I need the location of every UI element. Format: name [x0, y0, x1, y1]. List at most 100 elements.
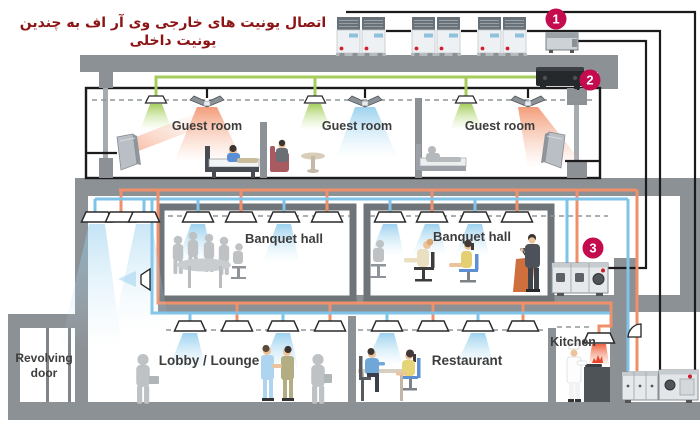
duct-pole-left [103, 88, 108, 160]
bed [416, 144, 421, 170]
erv-unit [536, 67, 584, 89]
cool-air-cone [336, 107, 398, 158]
suspended-unit [224, 211, 258, 223]
rooftop-vent-unit [545, 32, 579, 53]
outdoor-unit-pair-2 [410, 16, 462, 57]
marker-1-number: 1 [552, 12, 559, 27]
partition-wall [260, 122, 267, 178]
pipe-refrigerant-main-2 [386, 29, 662, 371]
suspended-unit [266, 320, 300, 332]
person-olive-suit [272, 345, 294, 401]
person-silhouette [311, 354, 325, 404]
suspended-unit [313, 320, 347, 332]
entrance-post [8, 314, 20, 402]
pipe-liquid-banquet [119, 188, 639, 371]
page-title: اتصال یونیت های خارجی وی آر اف به چندین … [19, 15, 327, 49]
suspended-unit [173, 320, 207, 332]
person-seated-yellow [449, 239, 479, 283]
fresh-air-cone [299, 104, 331, 130]
person-dining-woman [396, 349, 421, 391]
label-guest-room-1: Guest room [172, 119, 242, 133]
roof-leg-right [598, 72, 618, 89]
person-silhouette [136, 354, 150, 404]
kitchen-scene [566, 340, 610, 402]
suspended-unit [127, 211, 161, 223]
person-blue-suit [261, 344, 274, 401]
marker-1: 1 [545, 8, 567, 30]
label-lobby: Lobby / Lounge [159, 353, 260, 368]
briefcase-icon [149, 376, 159, 384]
suspended-unit [416, 320, 450, 332]
label-revolving-door: door [31, 366, 58, 380]
handshake [272, 364, 282, 368]
frying-pan [585, 364, 602, 367]
bag-icon [324, 374, 332, 383]
suspended-unit [220, 320, 254, 332]
stove-counter [584, 367, 610, 402]
fresh-air-diffuser-1 [144, 95, 168, 104]
suspended-unit [458, 211, 492, 223]
bed [205, 146, 210, 172]
banquet-table [177, 258, 231, 272]
cool-air-cone [456, 333, 494, 366]
suspended-unit [181, 211, 215, 223]
roof-leg-left [99, 72, 113, 88]
label-kitchen: Kitchen [550, 335, 596, 349]
seated-silhouette [370, 240, 386, 278]
suspended-unit [310, 211, 344, 223]
pipe-fresh-air-green [154, 75, 536, 96]
wall-vent-icon [627, 323, 642, 338]
cool-air-cone [263, 224, 299, 262]
outdoor-unit-pair-3 [476, 16, 528, 57]
fresh-air-diffuser-3 [454, 95, 478, 104]
label-restaurant: Restaurant [432, 353, 503, 368]
suspended-unit [373, 211, 407, 223]
guest-room-2-scene [270, 139, 325, 173]
seated-silhouette [231, 243, 246, 279]
label-guest-room-2: Guest room [322, 119, 392, 133]
suspended-unit [500, 211, 534, 223]
suspended-unit [415, 211, 449, 223]
restaurant-wall [348, 316, 356, 402]
marker-2-number: 2 [586, 73, 593, 88]
service-shaft-guest [567, 88, 587, 105]
lobby-scene [136, 344, 332, 404]
cool-air-cone [365, 333, 403, 366]
right-wall-banquet [680, 196, 700, 295]
cool-air-cone-atrium [60, 224, 122, 348]
dining-table [358, 369, 406, 373]
service-shaft-banquet [614, 258, 638, 295]
marker-3: 3 [582, 237, 604, 259]
restaurant-scene [358, 348, 421, 401]
duct-pedestal-right [567, 162, 587, 178]
ground-units [621, 369, 699, 403]
outdoor-unit-pair-1 [335, 16, 387, 57]
label-banquet-hall-2: Banquet hall [433, 229, 511, 244]
floor-slab-2 [75, 178, 700, 196]
suspended-unit [461, 320, 495, 332]
person-dining-man [359, 348, 385, 401]
pipe-refrigerant-main-1 [346, 10, 697, 373]
fresh-air-diffuser-2 [303, 95, 327, 104]
banquet-hall-1-scene [172, 231, 246, 288]
kitchen-wall [548, 328, 556, 402]
warm-air-cone-side [128, 112, 204, 152]
revolving-door-panel [46, 328, 49, 402]
partition-wall [415, 98, 422, 178]
suspended-unit [506, 320, 540, 332]
person-seated-cream [404, 238, 435, 282]
speaker-at-podium [513, 234, 540, 292]
speaker-sound-cone [118, 271, 136, 287]
fresh-air-cone [450, 104, 482, 130]
cool-air-cone [168, 333, 206, 370]
speaker-icon [140, 267, 151, 292]
label-guest-room-3: Guest room [465, 119, 535, 133]
guest-room-3-scene [416, 144, 467, 171]
entrance-canopy [8, 314, 84, 328]
banquet-hall-2-scene [370, 234, 540, 292]
roof-slab [80, 55, 618, 72]
cool-air-cone [455, 224, 489, 256]
suspended-unit [370, 320, 404, 332]
heat-recovery-unit-3 [551, 262, 609, 296]
